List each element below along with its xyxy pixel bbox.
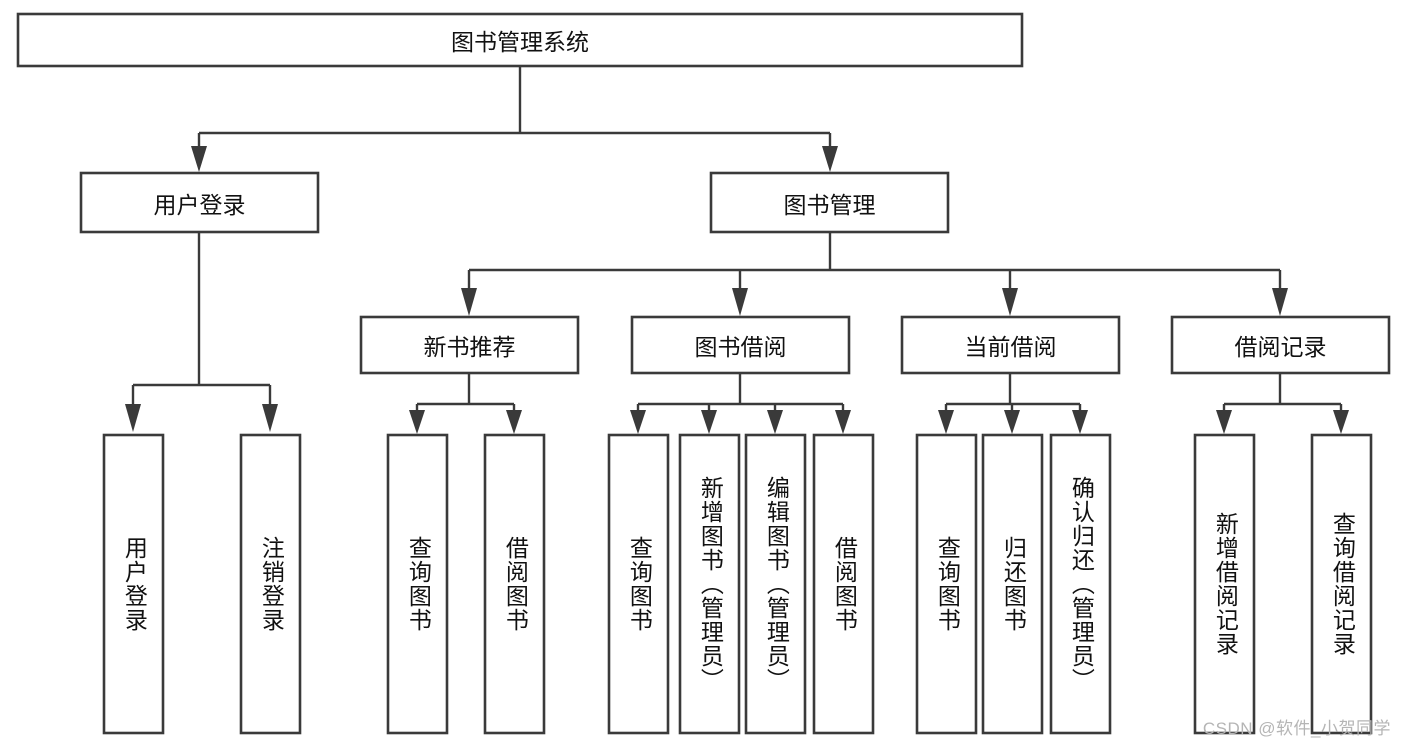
node-book-borrow-box[interactable] <box>630 315 851 375</box>
node-user-login-box[interactable] <box>79 171 320 234</box>
node-borrow-record-box[interactable] <box>1170 315 1391 375</box>
node-root-box[interactable] <box>16 12 1024 68</box>
node-leaf-nb-query-box[interactable] <box>386 433 449 735</box>
arrow-head-br-query <box>1333 410 1349 434</box>
node-leaf-user-login-box[interactable] <box>102 433 165 735</box>
node-leaf-br-add-box[interactable] <box>1193 433 1256 735</box>
node-leaf-bb-add-box[interactable] <box>678 433 741 735</box>
arrow-head-leaf-logout <box>262 404 278 432</box>
arrow-head-new-book <box>461 288 477 316</box>
arrow-head-bb-query <box>630 410 646 434</box>
node-leaf-cb-query-box[interactable] <box>915 433 978 735</box>
arrow-head-current-borrow <box>1002 288 1018 316</box>
node-leaf-cb-return-box[interactable] <box>981 433 1044 735</box>
node-leaf-bb-edit-box[interactable] <box>744 433 807 735</box>
arrow-head-nb-query <box>409 410 425 434</box>
arrow-head-cb-query <box>938 410 954 434</box>
node-leaf-bb-query-box[interactable] <box>607 433 670 735</box>
arrow-head-user-login <box>191 146 207 172</box>
node-leaf-br-query-box[interactable] <box>1310 433 1373 735</box>
node-new-book-box[interactable] <box>359 315 580 375</box>
arrow-head-book-borrow <box>732 288 748 316</box>
node-leaf-bb-borrow-box[interactable] <box>812 433 875 735</box>
arrow-head-book-manage <box>822 146 838 172</box>
arrow-head-cb-confirm <box>1072 410 1088 434</box>
node-current-borrow-box[interactable] <box>900 315 1121 375</box>
arrow-head-nb-borrow <box>506 410 522 434</box>
node-leaf-cb-confirm-box[interactable] <box>1049 433 1112 735</box>
arrow-head-bb-borrow <box>835 410 851 434</box>
watermark-text: CSDN @软件_小贺同学 <box>1202 719 1391 738</box>
arrow-head-borrow-record <box>1272 288 1288 316</box>
arrow-head-leaf-user-login <box>125 404 141 432</box>
arrow-head-br-add <box>1216 410 1232 434</box>
arrow-head-cb-return <box>1004 410 1020 434</box>
node-book-manage-box[interactable] <box>709 171 950 234</box>
arrow-head-bb-edit <box>767 410 783 434</box>
node-leaf-nb-borrow-box[interactable] <box>483 433 546 735</box>
node-leaf-logout-box[interactable] <box>239 433 302 735</box>
arrow-head-bb-add <box>701 410 717 434</box>
